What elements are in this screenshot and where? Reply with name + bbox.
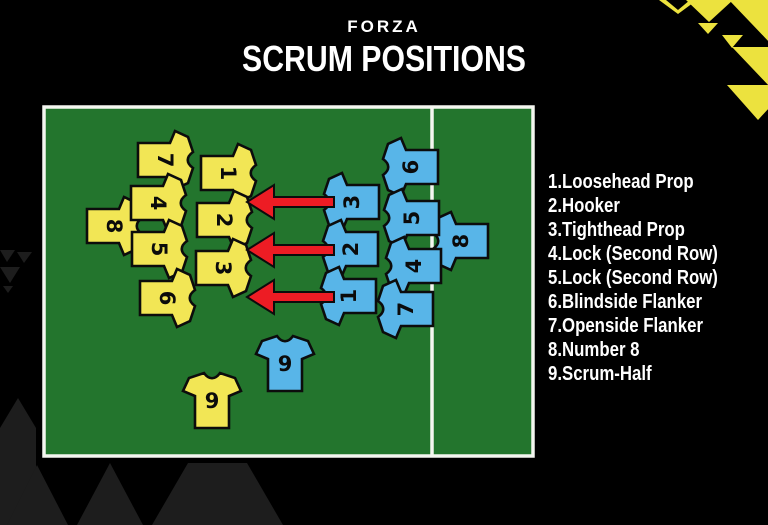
jersey-blue-4: 4 — [384, 235, 443, 297]
jersey-yellow-5: 5 — [130, 218, 189, 280]
jersey-shape — [382, 187, 441, 249]
legend-item: 7.Openside Flanker — [548, 315, 703, 337]
jersey-yellow-6: 6 — [138, 267, 197, 329]
legend-item: 2.Hooker — [548, 195, 620, 217]
jersey-yellow-1: 1 — [199, 142, 258, 204]
jersey-number: 3 — [211, 261, 235, 276]
legend-item: 3.Tighthead Prop — [548, 219, 685, 241]
jersey-number: 2 — [339, 242, 363, 257]
engage-arrow — [245, 183, 335, 221]
jersey-number: 4 — [146, 196, 170, 211]
jersey-yellow-3: 3 — [194, 237, 253, 299]
jersey-number: 6 — [399, 160, 423, 175]
jersey-blue-2: 2 — [321, 218, 380, 280]
jersey-number: 5 — [400, 211, 424, 226]
jersey-blue-5: 5 — [382, 187, 441, 249]
brand-logo: FORZA — [347, 17, 421, 36]
arrows-layer — [245, 183, 335, 316]
pitch-grass — [42, 105, 535, 458]
jersey-blue-9: 9 — [254, 334, 316, 393]
jersey-number: 6 — [155, 291, 179, 306]
jersey-number: 7 — [394, 302, 418, 317]
jersey-number: 3 — [340, 195, 364, 210]
jersey-number: 4 — [402, 259, 426, 274]
jersey-number: 1 — [216, 166, 240, 181]
legend-item: 1.Loosehead Prop — [548, 171, 694, 193]
jersey-shape — [376, 278, 435, 340]
engage-arrow — [245, 278, 335, 316]
triangle-decoration-mid-left — [0, 250, 32, 293]
jersey-yellow-2: 2 — [195, 189, 254, 251]
triangle-decoration-top-right — [659, 0, 768, 120]
legend-item: 8.Number 8 — [548, 339, 640, 361]
jersey-shape — [381, 136, 440, 198]
jersey-blue-7: 7 — [376, 278, 435, 340]
legend-item: 6.Blindside Flanker — [548, 291, 703, 313]
triangle-decoration-bottom-left — [0, 398, 283, 525]
jersey-blue-6: 6 — [381, 136, 440, 198]
legend-item: 9.Scrum-Half — [548, 363, 652, 385]
jersey-blue-3: 3 — [322, 171, 381, 233]
jersey-shape — [138, 267, 197, 329]
jersey-number: 7 — [153, 153, 177, 168]
jersey-number: 8 — [102, 219, 126, 234]
legend-item: 4.Lock (Second Row) — [548, 243, 718, 265]
jersey-shape — [254, 334, 316, 393]
players-layer: 8 7 4 5 6 1 2 3 8 6 5 4 7 3 2 1 9 9 — [85, 129, 490, 430]
page-title: SCRUM POSITIONS — [242, 38, 526, 79]
jersey-number: 1 — [337, 289, 361, 304]
rugby-pitch: 8 7 4 5 6 1 2 3 8 6 5 4 7 3 2 1 9 9 — [42, 105, 535, 458]
jersey-number: 9 — [278, 352, 293, 376]
jersey-shape — [130, 218, 189, 280]
engage-arrow — [245, 231, 335, 269]
jersey-shape — [199, 142, 258, 204]
jersey-yellow-4: 4 — [129, 172, 188, 234]
jersey-shape — [195, 189, 254, 251]
jersey-shape — [194, 237, 253, 299]
jersey-number: 8 — [449, 234, 473, 249]
jersey-yellow-7: 7 — [136, 129, 195, 191]
jersey-number: 9 — [205, 389, 220, 413]
jersey-shape — [136, 129, 195, 191]
jersey-number: 2 — [212, 213, 236, 228]
jersey-number: 5 — [147, 242, 171, 257]
jersey-shape — [181, 371, 243, 430]
jersey-shape — [384, 235, 443, 297]
jersey-shape — [129, 172, 188, 234]
jersey-yellow-8: 8 — [85, 195, 144, 257]
jersey-yellow-9: 9 — [181, 371, 243, 430]
legend-item: 5.Lock (Second Row) — [548, 267, 718, 289]
